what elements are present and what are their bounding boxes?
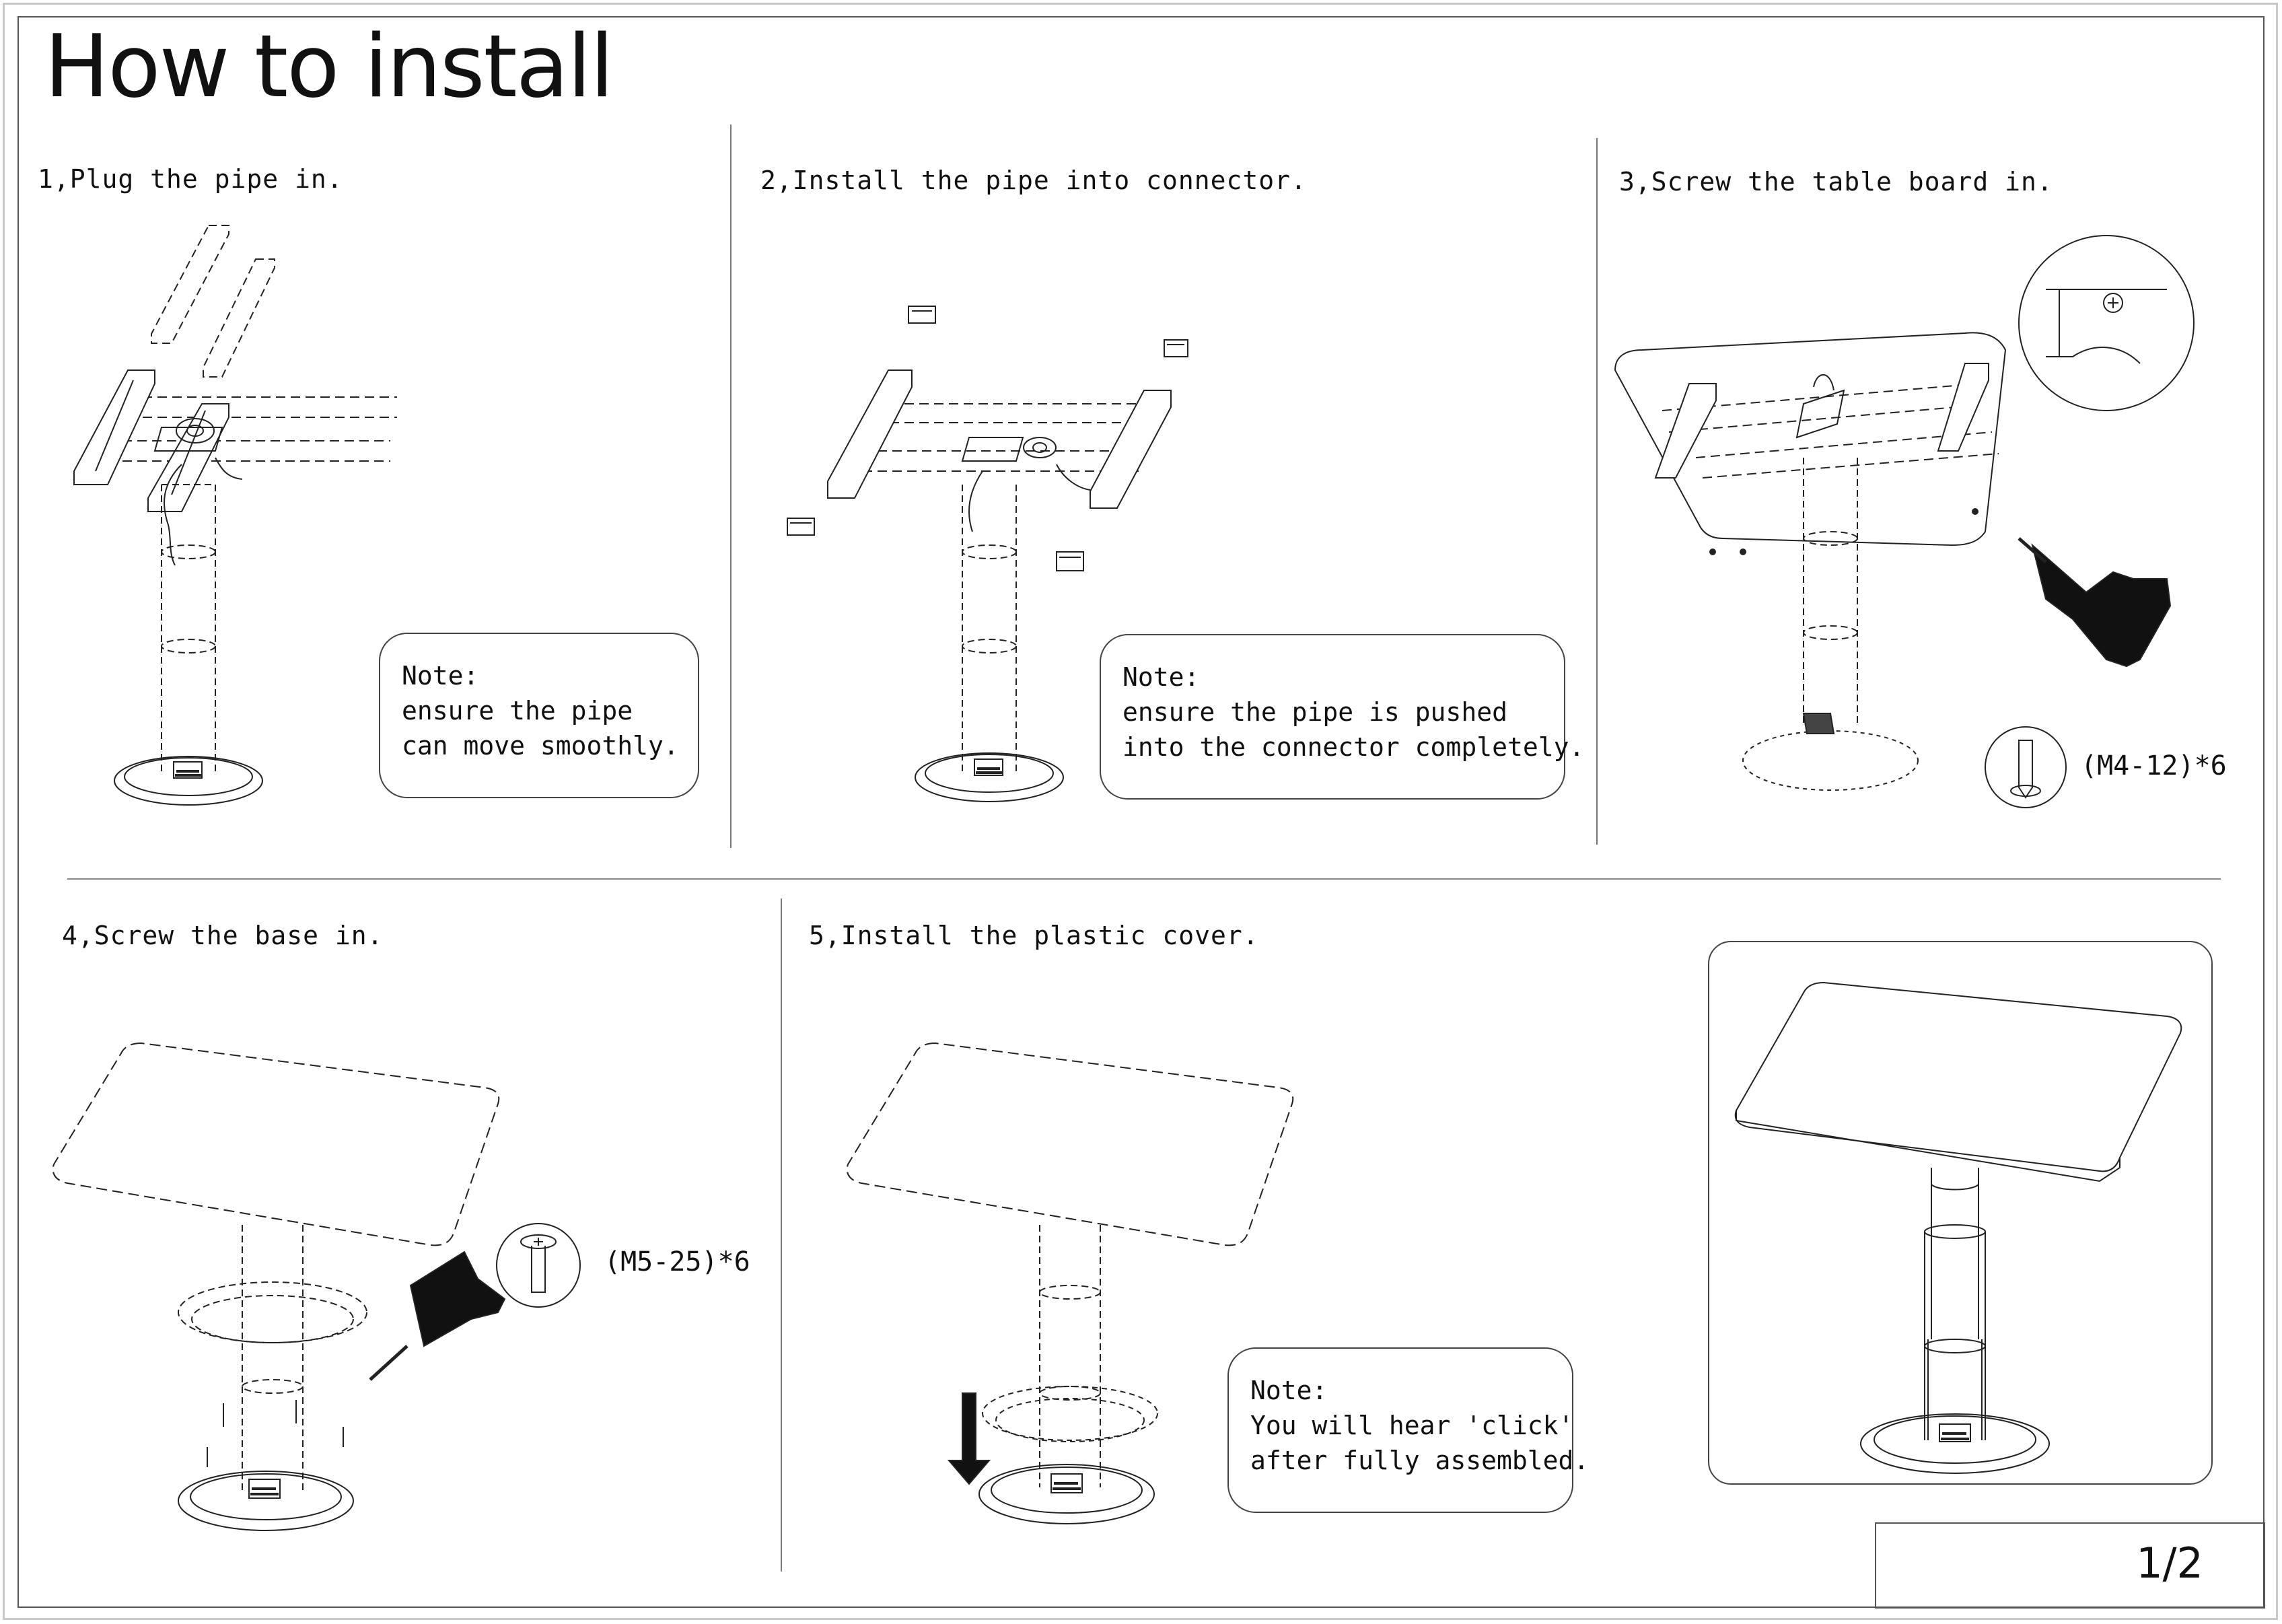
divider-rows (67, 878, 2221, 880)
step-1-label: 1,Plug the pipe in. (38, 164, 343, 194)
page-number: 1/2 (2136, 1539, 2203, 1588)
table-board-dashed (53, 1043, 499, 1245)
divider-step4-step5 (781, 898, 782, 1572)
screw-m5-icon (495, 1222, 582, 1309)
divider-step1-step2 (730, 125, 732, 848)
step-5-illustration (841, 1030, 1312, 1528)
page-number-box: 1/2 (1875, 1522, 2265, 1609)
note-step-5: Note: You will hear 'click' after fully … (1227, 1347, 1590, 1513)
note-line: can move smoothly. (402, 731, 679, 761)
note-step-1: Note: ensure the pipe can move smoothly. (379, 633, 699, 798)
step-5-label: 5,Install the plastic cover. (809, 921, 1259, 950)
note-heading: Note: (402, 661, 479, 691)
note-line: ensure the pipe (402, 696, 633, 726)
note-line: after fully assembled. (1250, 1446, 1590, 1475)
note-line: ensure the pipe is pushed (1122, 697, 1507, 727)
loose-pipe-right (203, 259, 275, 377)
loose-connectors (787, 306, 1188, 571)
note-heading: Note: (1250, 1376, 1328, 1405)
page-title: How to install (44, 17, 614, 117)
step-1-illustration (61, 215, 397, 808)
screw-spec-m4: (M4-12)*6 (2081, 750, 2227, 781)
screw-m4-icon (1985, 727, 2066, 808)
note-heading: Note: (1122, 662, 1200, 692)
step-2-label: 2,Install the pipe into connector. (760, 166, 1307, 195)
step-3-label: 3,Screw the table board in. (1619, 167, 2053, 197)
note-line: You will hear 'click' (1250, 1411, 1574, 1440)
drill-icon (2032, 545, 2170, 666)
loose-pipe-left (151, 225, 229, 343)
arrow-down-icon (949, 1393, 989, 1484)
note-line: into the connector completely. (1122, 732, 1585, 762)
step-4-label: 4,Screw the base in. (62, 921, 384, 950)
drill-icon-step4 (411, 1252, 505, 1346)
step-2-illustration (767, 296, 1238, 808)
screw-spec-m5: (M5-25)*6 (604, 1246, 750, 1277)
note-step-2: Note: ensure the pipe is pushed into the… (1100, 634, 1585, 800)
assembled-view-frame (1708, 941, 2213, 1485)
page-border-outer (3, 3, 2278, 1620)
divider-step2-step3 (1596, 138, 1598, 845)
page-border-inner (17, 16, 2265, 1608)
zoom-detail-circle (2019, 236, 2194, 411)
step-3-illustration (1602, 256, 2207, 821)
assembled-table-illustration (1723, 969, 2194, 1467)
step-4-illustration (47, 1030, 559, 1528)
